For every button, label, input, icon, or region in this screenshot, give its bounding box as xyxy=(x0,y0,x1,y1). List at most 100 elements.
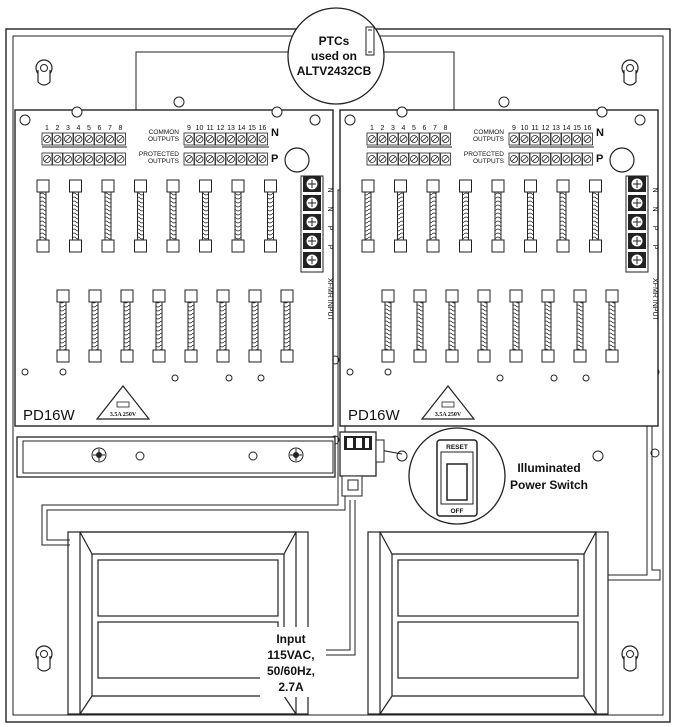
fuse xyxy=(573,289,587,363)
fuse xyxy=(248,289,262,363)
fuse xyxy=(361,179,375,253)
fuse-rating-label: 3.5A 250V xyxy=(110,412,137,418)
fuse xyxy=(413,289,427,363)
output-number: 3 xyxy=(66,125,70,132)
output-number: 10 xyxy=(521,125,529,132)
bracket-screw-right xyxy=(288,447,304,463)
output-number: 14 xyxy=(563,125,571,132)
output-number: 16 xyxy=(259,125,267,132)
input-terminal-label: P xyxy=(326,245,333,250)
input-terminal-label: P xyxy=(651,226,658,231)
output-number: 2 xyxy=(56,125,60,132)
output-number: 7 xyxy=(108,125,112,132)
output-number: 13 xyxy=(552,125,560,132)
terminal-n-label: N xyxy=(596,127,604,139)
board-led-left xyxy=(284,147,310,173)
input-terminal-label: N xyxy=(326,187,333,192)
fuse xyxy=(445,289,459,363)
output-number: 8 xyxy=(444,125,448,132)
keyhole-mount-bottom-left xyxy=(35,645,53,672)
output-number: 14 xyxy=(238,125,246,132)
output-number: 6 xyxy=(98,125,102,132)
output-number: 12 xyxy=(217,125,225,132)
power-switch-body xyxy=(339,431,385,497)
ptc-callout-line1: PTCs xyxy=(319,34,350,48)
input-label-line3: 50/60Hz, xyxy=(267,664,315,678)
fuse xyxy=(69,179,82,253)
fuse xyxy=(524,179,537,253)
output-number: 1 xyxy=(45,125,49,132)
board-led-right xyxy=(609,147,635,173)
fuse xyxy=(426,179,440,253)
output-number: 5 xyxy=(87,125,91,132)
fuse-rating-warning-right: 3.5A 250V xyxy=(420,385,476,420)
input-terminal-label: N xyxy=(326,206,333,211)
fuse xyxy=(541,289,555,363)
output-number: 3 xyxy=(391,125,395,132)
fuse xyxy=(394,179,407,253)
board-model-label: PD16W xyxy=(23,407,76,424)
output-number: 6 xyxy=(423,125,427,132)
input-label-line1: Input xyxy=(276,632,305,646)
input-terminal-label: N xyxy=(651,206,658,211)
fuse xyxy=(216,289,230,363)
fuse xyxy=(605,289,619,363)
input-terminal-label: N xyxy=(651,187,658,192)
transformer-right xyxy=(367,531,609,715)
keyhole-mount-top-right xyxy=(621,59,639,86)
xfmr-input-terminal-left: N N P P xyxy=(300,175,333,273)
input-label-line4: 2.7A xyxy=(278,680,304,694)
output-number: 4 xyxy=(77,125,81,132)
output-number: 4 xyxy=(402,125,406,132)
fuse-rating-warning-left: 3.5A 250V xyxy=(95,385,151,420)
fuse xyxy=(589,179,602,253)
terminal-p-label: P xyxy=(596,153,603,165)
common-outputs-label: OUTPUTS xyxy=(473,136,505,143)
keyhole-mount-bottom-right xyxy=(621,645,639,672)
terminal-p-label: P xyxy=(271,153,278,165)
protected-outputs-label: PROTECTED xyxy=(139,151,179,158)
fuse xyxy=(509,289,523,363)
output-number: 5 xyxy=(412,125,416,132)
power-switch-off-label: OFF xyxy=(451,508,464,515)
output-number: 15 xyxy=(573,125,581,132)
fuse xyxy=(184,289,198,363)
fuse xyxy=(88,289,102,363)
protected-outputs-label: OUTPUTS xyxy=(148,158,180,165)
output-number: 7 xyxy=(433,125,437,132)
fuse xyxy=(134,179,147,253)
power-switch-label-line1: Illuminated xyxy=(517,461,580,475)
fuse xyxy=(152,289,166,363)
input-terminal-label: P xyxy=(651,245,658,250)
common-outputs-label: COMMON xyxy=(149,129,180,136)
output-number: 8 xyxy=(119,125,123,132)
fuse xyxy=(231,179,245,253)
output-number: 11 xyxy=(531,125,538,132)
common-outputs-label: COMMON xyxy=(474,129,505,136)
ptc-callout: PTCs used on ALTV2432CB xyxy=(287,7,385,105)
fuse xyxy=(280,289,294,363)
fuse xyxy=(166,179,180,253)
output-number: 10 xyxy=(196,125,204,132)
output-number: 12 xyxy=(542,125,550,132)
fuse xyxy=(477,289,491,363)
input-label-line2: 115VAC, xyxy=(267,648,314,662)
output-number: 9 xyxy=(187,125,191,132)
board-model-label: PD16W xyxy=(348,407,401,424)
input-terminal-label: P xyxy=(326,226,333,231)
fuse xyxy=(491,179,505,253)
output-number: 9 xyxy=(512,125,516,132)
fuse xyxy=(264,179,277,253)
fuse-rating-label: 3.5A 250V xyxy=(435,412,462,418)
output-number: 16 xyxy=(584,125,592,132)
output-number: 15 xyxy=(248,125,256,132)
fuse xyxy=(381,289,395,363)
fuse xyxy=(56,289,70,363)
